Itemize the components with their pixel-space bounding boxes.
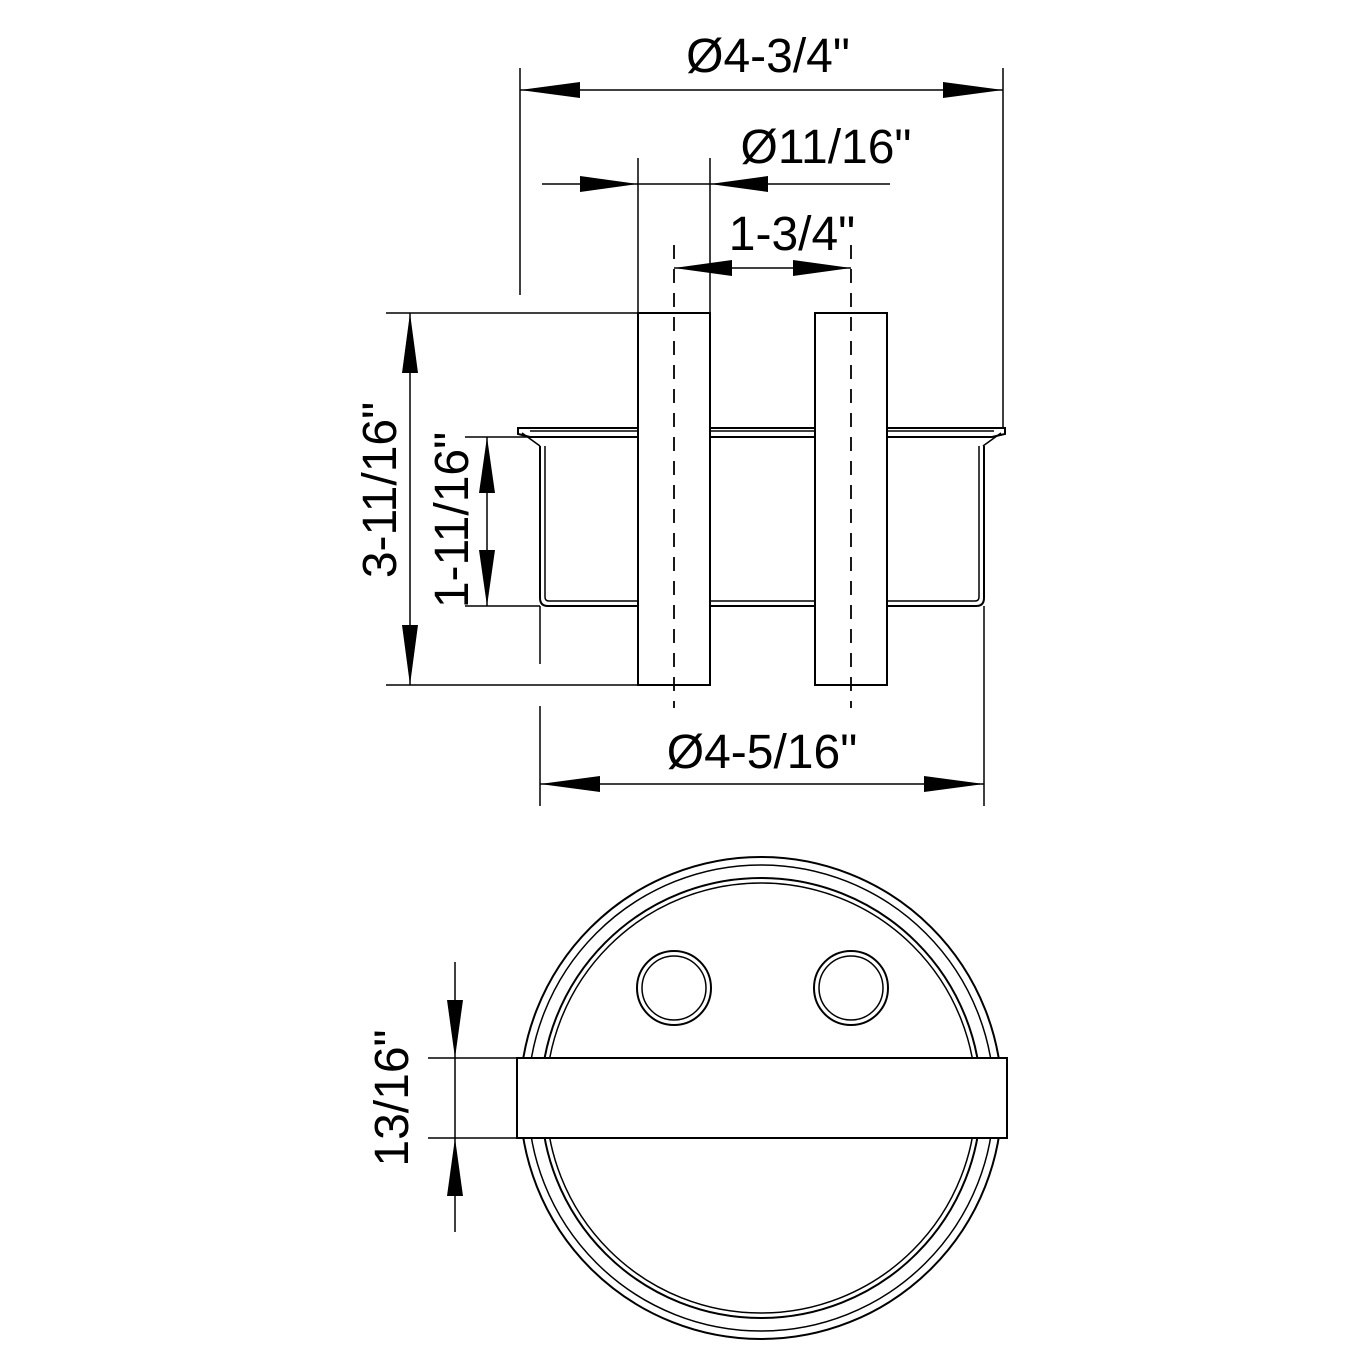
dim-total-height-label: 3-11/16"	[354, 402, 407, 578]
dim-handle-width: 13/16"	[366, 962, 517, 1232]
top-view: 13/16"	[366, 856, 1008, 1340]
dim-pin-spacing-label: 1-3/4"	[729, 208, 855, 261]
handle-bar	[516, 1057, 1008, 1139]
dim-overall-diameter: Ø4-3/4"	[520, 30, 1003, 98]
dim-body-diameter-label: Ø4-5/16"	[667, 726, 857, 779]
cup-body	[539, 446, 985, 607]
dim-pin-diameter: Ø11/16"	[542, 121, 911, 192]
pin-hole-left	[636, 950, 712, 1026]
dim-pin-spacing: 1-3/4"	[674, 208, 855, 276]
dim-total-height: 3-11/16"	[354, 313, 418, 685]
side-view: Ø4-3/4" Ø11/16" 1-3/4" 3-11/16"	[354, 30, 1006, 806]
dim-handle-width-label: 13/16"	[366, 1029, 419, 1166]
flange	[517, 427, 1006, 447]
pin-right	[814, 245, 888, 708]
dim-overall-diameter-label: Ø4-3/4"	[686, 30, 850, 83]
pin-left	[637, 245, 711, 708]
pin-hole-right	[813, 950, 889, 1026]
extension-lines	[386, 68, 1004, 806]
dim-pin-diameter-label: Ø11/16"	[741, 121, 912, 174]
dim-body-height: 1-11/16"	[426, 432, 495, 608]
dim-body-diameter: Ø4-5/16"	[540, 726, 984, 792]
dim-body-height-label: 1-11/16"	[426, 432, 479, 608]
